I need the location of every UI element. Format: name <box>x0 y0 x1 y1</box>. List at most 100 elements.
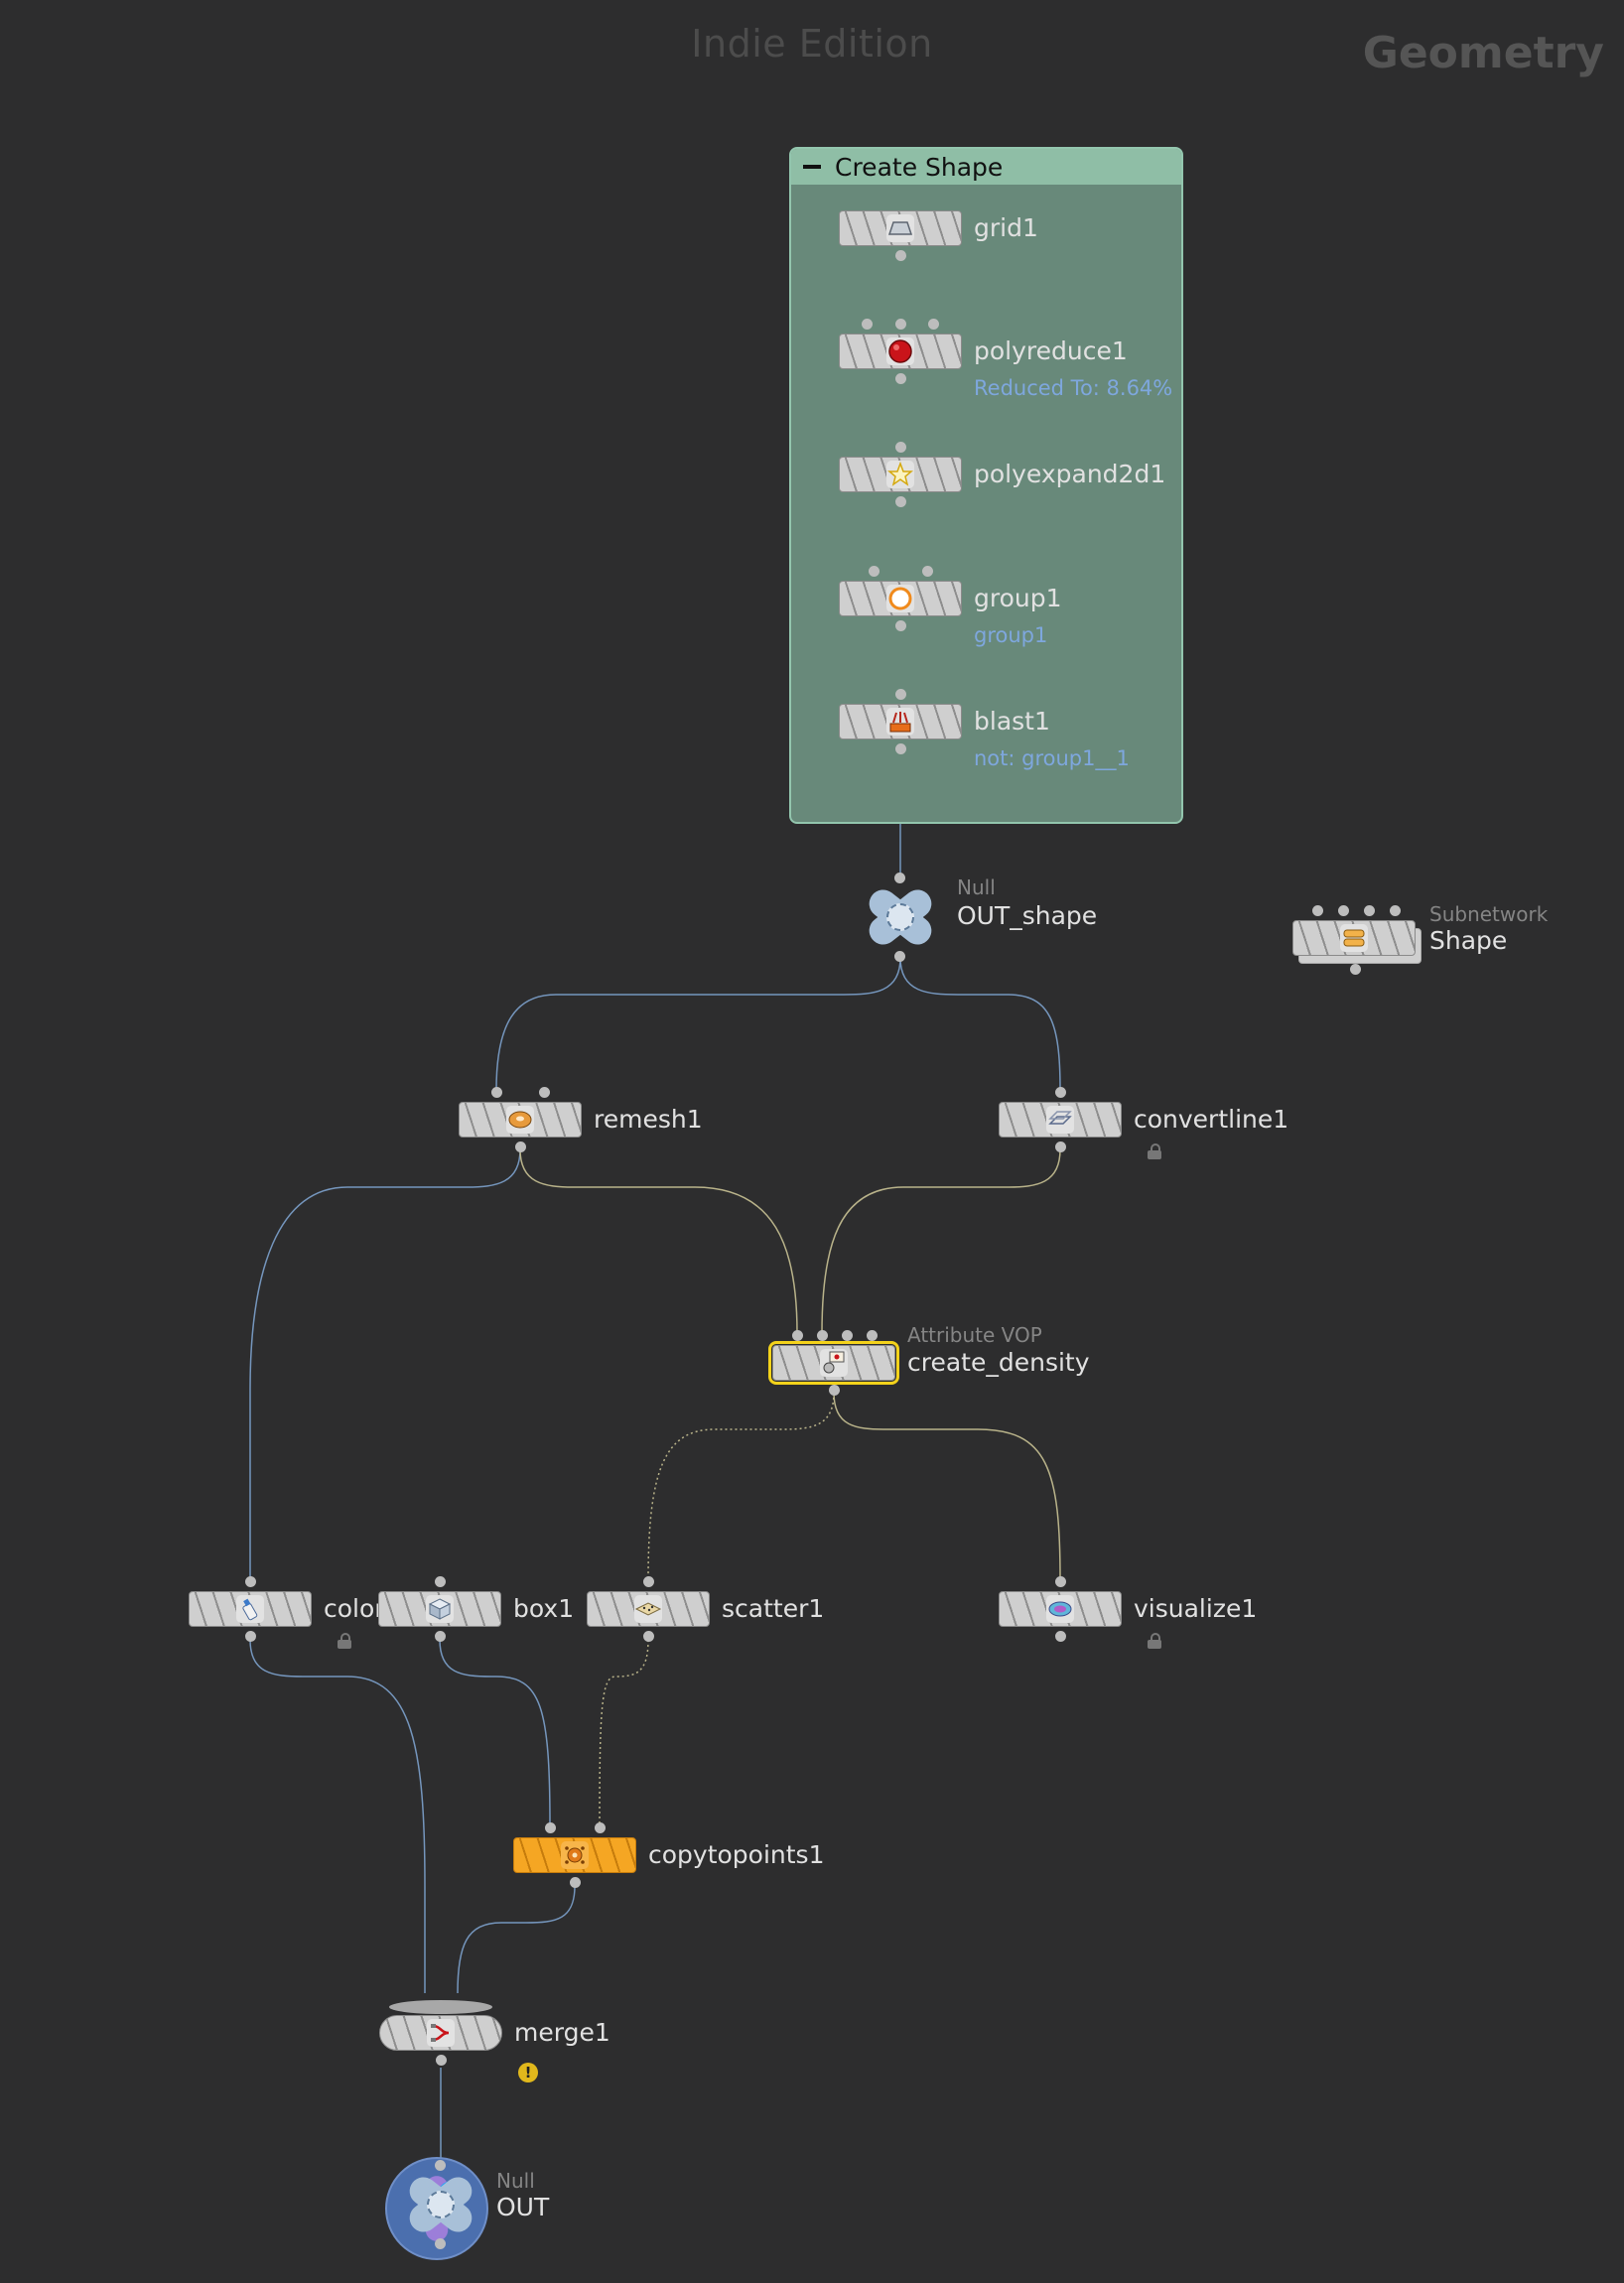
node-tile[interactable] <box>378 1591 501 1627</box>
node-visualize1[interactable]: visualize1 <box>999 1576 1257 1649</box>
collapse-icon[interactable] <box>803 165 821 169</box>
node-polyexpand2d1[interactable]: polyexpand2d1 <box>839 442 1165 507</box>
input-port[interactable] <box>1390 905 1401 916</box>
output-port[interactable] <box>895 620 906 631</box>
node-info: group1 <box>974 623 1048 647</box>
network-box-header[interactable]: Create Shape <box>791 149 1181 185</box>
output-port[interactable] <box>570 1877 581 1888</box>
node-convertline1[interactable]: convertline1 <box>999 1087 1288 1159</box>
node-tile[interactable] <box>768 1341 899 1385</box>
node-tile[interactable] <box>839 210 962 246</box>
blast-icon <box>886 708 914 736</box>
node-shape-subnetwork[interactable]: Subnetwork Shape <box>1292 902 1548 975</box>
node-create-density[interactable]: Attribute VOP create_density <box>768 1323 1090 1396</box>
wire-convertline-createdensity <box>821 1148 1061 1334</box>
node-tile[interactable] <box>999 1591 1122 1627</box>
node-polyreduce1[interactable]: polyreduce1 Reduced To: 8.64% <box>839 319 1172 400</box>
node-copytopoints1[interactable]: copytopoints1 <box>513 1822 825 1888</box>
node-tile[interactable] <box>1292 920 1416 956</box>
output-port[interactable] <box>436 2055 447 2066</box>
node-scatter1[interactable]: scatter1 <box>587 1576 824 1642</box>
node-tile[interactable] <box>513 1837 636 1873</box>
output-port[interactable] <box>643 1631 654 1642</box>
node-tile[interactable] <box>999 1102 1122 1138</box>
wire-remesh-color <box>249 1148 521 1579</box>
node-tile[interactable] <box>189 1591 312 1627</box>
output-port[interactable] <box>895 250 906 261</box>
network-context-label: Geometry <box>1362 28 1604 78</box>
null-icon[interactable] <box>855 881 946 953</box>
node-group1[interactable]: group1 group1 <box>839 566 1062 647</box>
output-port[interactable] <box>1055 1631 1066 1642</box>
node-label: blast1 <box>974 707 1050 736</box>
scatter-icon <box>634 1595 662 1623</box>
input-port[interactable] <box>643 1576 654 1587</box>
input-port[interactable] <box>1055 1087 1066 1098</box>
input-port[interactable] <box>491 1087 502 1098</box>
input-port[interactable] <box>895 442 906 453</box>
input-port[interactable] <box>1338 905 1349 916</box>
node-tile[interactable] <box>839 457 962 492</box>
color-bottle-icon <box>236 1595 264 1623</box>
wire-scatter-copytopoints <box>599 1639 649 1826</box>
input-port[interactable] <box>867 1330 878 1341</box>
input-port[interactable] <box>817 1330 828 1341</box>
node-label: polyreduce1 <box>974 336 1128 365</box>
node-merge1[interactable]: merge1 ! <box>379 2000 610 2082</box>
output-port[interactable] <box>895 373 906 384</box>
input-port[interactable] <box>894 873 905 883</box>
input-port[interactable] <box>1312 905 1323 916</box>
warning-icon[interactable]: ! <box>518 2063 538 2082</box>
network-box-title: Create Shape <box>835 152 1004 182</box>
node-tile[interactable] <box>587 1591 710 1627</box>
input-port[interactable] <box>435 1576 446 1587</box>
input-port[interactable] <box>1364 905 1375 916</box>
node-tile[interactable] <box>839 334 962 369</box>
input-port[interactable] <box>922 566 933 577</box>
input-port[interactable] <box>842 1330 853 1341</box>
output-port[interactable] <box>515 1142 526 1152</box>
input-port[interactable] <box>435 2160 446 2171</box>
input-port[interactable] <box>792 1330 803 1341</box>
node-tile[interactable] <box>379 2015 502 2051</box>
node-blast1[interactable]: blast1 not: group1__1 <box>839 689 1130 770</box>
node-color1[interactable]: color1 <box>189 1576 400 1649</box>
node-out-shape[interactable]: Null OUT_shape <box>855 873 1097 962</box>
node-label: polyexpand2d1 <box>974 460 1166 488</box>
wire-box-copytopoints <box>439 1639 551 1826</box>
input-port[interactable] <box>595 1822 606 1833</box>
node-tile[interactable] <box>839 704 962 739</box>
node-out[interactable]: Null OUT <box>385 2157 549 2260</box>
output-port[interactable] <box>829 1385 840 1396</box>
output-port[interactable] <box>895 743 906 754</box>
output-port[interactable] <box>435 2238 446 2249</box>
input-port[interactable] <box>928 319 939 330</box>
output-port[interactable] <box>1055 1142 1066 1152</box>
input-port[interactable] <box>1055 1576 1066 1587</box>
input-port[interactable] <box>245 1576 256 1587</box>
input-port[interactable] <box>869 566 880 577</box>
node-tile[interactable] <box>459 1102 582 1138</box>
output-port[interactable] <box>435 1631 446 1642</box>
input-port[interactable] <box>895 689 906 700</box>
node-box1[interactable]: box1 <box>378 1576 574 1642</box>
output-port[interactable] <box>895 496 906 507</box>
wire-copytopoints-merge <box>457 1885 576 1994</box>
node-tile[interactable] <box>839 581 962 616</box>
wire-outshape-convertline <box>899 957 1061 1091</box>
output-port[interactable] <box>1350 964 1361 975</box>
input-port[interactable] <box>539 1087 550 1098</box>
merge-icon <box>427 2019 455 2047</box>
input-port[interactable] <box>895 319 906 330</box>
input-port[interactable] <box>862 319 873 330</box>
node-remesh1[interactable]: remesh1 <box>459 1087 703 1152</box>
output-port[interactable] <box>245 1631 256 1642</box>
output-port[interactable] <box>894 951 905 962</box>
input-port[interactable] <box>545 1822 556 1833</box>
node-label: convertline1 <box>1134 1105 1289 1134</box>
null-icon[interactable] <box>395 2169 486 2240</box>
node-type-label: Null <box>496 2169 535 2193</box>
node-label: OUT <box>496 2193 550 2221</box>
node-label: create_density <box>907 1348 1090 1377</box>
node-grid1[interactable]: grid1 <box>839 210 1038 261</box>
